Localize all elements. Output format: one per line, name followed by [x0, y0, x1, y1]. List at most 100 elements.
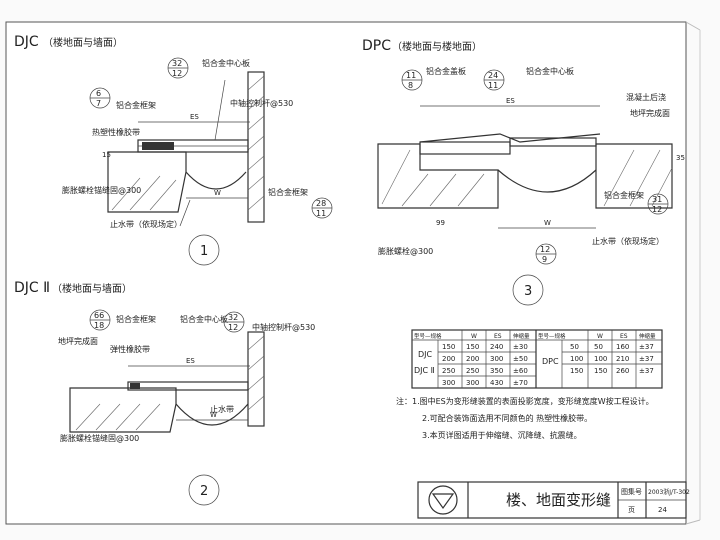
table-cell: ±70 [513, 379, 528, 387]
table-cell: 210 [616, 355, 629, 363]
table-cell: 100 [594, 355, 607, 363]
svg-text:型号—规格: 型号—规格 [414, 332, 442, 340]
table-cell: 150 [594, 367, 607, 375]
djc2-label-center: 铝合金中心板 [180, 314, 228, 324]
notes: 注：1.图中ES为变形缝装置的表面投影宽度，变形缝宽度W按工程设计。 2.可配合… [396, 396, 654, 440]
dpc-label-bolt: 膨胀螺栓@300 [378, 246, 433, 256]
table-cell: 100 [570, 355, 583, 363]
dpc-dim-h: 35 [676, 154, 685, 162]
djc2-ref-1: 66 18 [89, 309, 111, 331]
dpc-ref-4: 31 12 [647, 193, 669, 215]
dpc-dim-w: W [544, 219, 551, 227]
table-cell: 200 [442, 355, 455, 363]
djc2-number: 2 [200, 484, 208, 499]
djc2-dim-w: W [210, 411, 217, 419]
svg-text:32: 32 [228, 313, 238, 322]
djc-dim-es: ES [190, 113, 199, 121]
djc2-label-rod: 中轴控制杆@530 [252, 322, 315, 332]
svg-text:7: 7 [96, 99, 101, 108]
svg-text:伸缩量: 伸缩量 [639, 332, 656, 340]
dpc-label-cover: 铝合金盖板 [426, 66, 466, 76]
table-cell: 250 [442, 367, 455, 375]
table-cell: 50 [570, 343, 579, 351]
djc2-label-bolt: 膨胀螺栓锚缝固@300 [60, 433, 139, 443]
svg-text:32: 32 [172, 59, 182, 68]
table-cell: 150 [570, 367, 583, 375]
svg-text:24: 24 [488, 71, 498, 80]
dpc-label-water: 止水带（依现场定） [592, 236, 664, 246]
svg-text:W: W [471, 333, 477, 340]
table-cell: ±37 [639, 367, 654, 375]
djc2-label-elastic: 弹性橡胶带 [110, 344, 150, 354]
svg-text:28: 28 [316, 199, 326, 208]
logo-icon [428, 485, 458, 515]
table-cell: ±30 [513, 343, 528, 351]
table-cell: 250 [466, 367, 479, 375]
atlas-value: 2003浙J/T-302 [648, 488, 690, 496]
table-cell: 350 [490, 367, 503, 375]
djc2-label-floor: 地坪完成面 [58, 336, 98, 346]
svg-text:6: 6 [96, 89, 101, 98]
djc2-dim-es: ES [186, 357, 195, 365]
svg-text:ES: ES [494, 333, 502, 340]
table-cell: 150 [466, 343, 479, 351]
svg-text:12: 12 [228, 323, 238, 332]
djc2-number-circle [188, 474, 220, 506]
djc-ref-1: 6 7 [89, 87, 111, 109]
djc2-subtitle: （楼地面与墙面） [52, 282, 132, 295]
dpc-title: DPC [362, 38, 391, 54]
table-cell: ±50 [513, 355, 528, 363]
table-cell: 160 [616, 343, 629, 351]
spec-table: 型号—规格 W ES 伸缩量 型号—规格 W ES 伸缩量 DJC DJC Ⅱ … [411, 329, 663, 389]
svg-text:伸缩量: 伸缩量 [513, 332, 530, 340]
note-2: 2.可配合装饰面选用不同颜色的 热塑性橡胶带。 [422, 413, 592, 423]
svg-text:ES: ES [620, 333, 628, 340]
djc-number: 1 [200, 244, 208, 259]
atlas-label: 图集号 [621, 487, 642, 496]
note-3: 3.本页详图适用于伸缩缝、沉降缝、抗震缝。 [422, 430, 582, 440]
svg-text:11: 11 [316, 209, 326, 218]
detail-dpc: DPC （楼地面与楼地面） ES W 99 35 铝合金盖板 铝合金中心板 混凝… [362, 38, 685, 306]
table-cell: 430 [490, 379, 503, 387]
dpc-label-floor: 地坪完成面 [630, 108, 670, 118]
title-block: 楼、地面变形缝 图集号 2003浙J/T-302 页 24 [417, 481, 690, 519]
dpc-ref-3: 12 9 [535, 243, 557, 265]
table-cell: 260 [616, 367, 629, 375]
page-value: 24 [658, 506, 667, 514]
djc-label-water: 止水带（依现场定） [110, 219, 182, 229]
djc-dim-w: W [214, 189, 221, 197]
dpc-label-center: 铝合金中心板 [526, 66, 574, 76]
dpc-label-concrete: 混凝土后浇 [626, 92, 666, 102]
table-cell: ±37 [639, 343, 654, 351]
group-djc2: DJC Ⅱ [414, 366, 435, 375]
djc-subtitle: （楼地面与墙面） [43, 36, 123, 49]
title-block-title: 楼、地面变形缝 [506, 491, 611, 509]
dpc-ref-2: 24 11 [483, 69, 505, 91]
table-cell: 300 [466, 379, 479, 387]
djc2-label-water: 止水带 [210, 404, 234, 414]
djc-label-anchor: 铝合金框架 [268, 187, 308, 197]
djc-label-rubber: 热塑性橡胶带 [92, 127, 140, 137]
svg-text:11: 11 [406, 71, 416, 80]
svg-text:9: 9 [542, 255, 547, 264]
svg-text:18: 18 [94, 321, 104, 330]
djc-ref-2: 32 12 [167, 57, 189, 79]
detail-djc: DJC （楼地面与墙面） ES W 15 铝合金框架 铝合金中心板 中轴控制 [14, 34, 333, 266]
page-label: 页 [628, 506, 635, 514]
djc-label-center: 铝合金中心板 [202, 58, 250, 68]
table-cell: 240 [490, 343, 503, 351]
group-djc: DJC [418, 350, 433, 359]
table-cell: ±37 [639, 355, 654, 363]
table-cell: 300 [490, 355, 503, 363]
dpc-dim-es: ES [506, 97, 515, 105]
group-dpc: DPC [542, 357, 559, 366]
svg-text:66: 66 [94, 311, 104, 320]
djc-ref-3: 28 11 [311, 197, 333, 219]
table-cell: 150 [442, 343, 455, 351]
dpc-ref-1: 11 8 [401, 69, 423, 91]
svg-text:W: W [597, 333, 603, 340]
svg-text:型号—规格: 型号—规格 [538, 332, 566, 340]
table-cell: 300 [442, 379, 455, 387]
